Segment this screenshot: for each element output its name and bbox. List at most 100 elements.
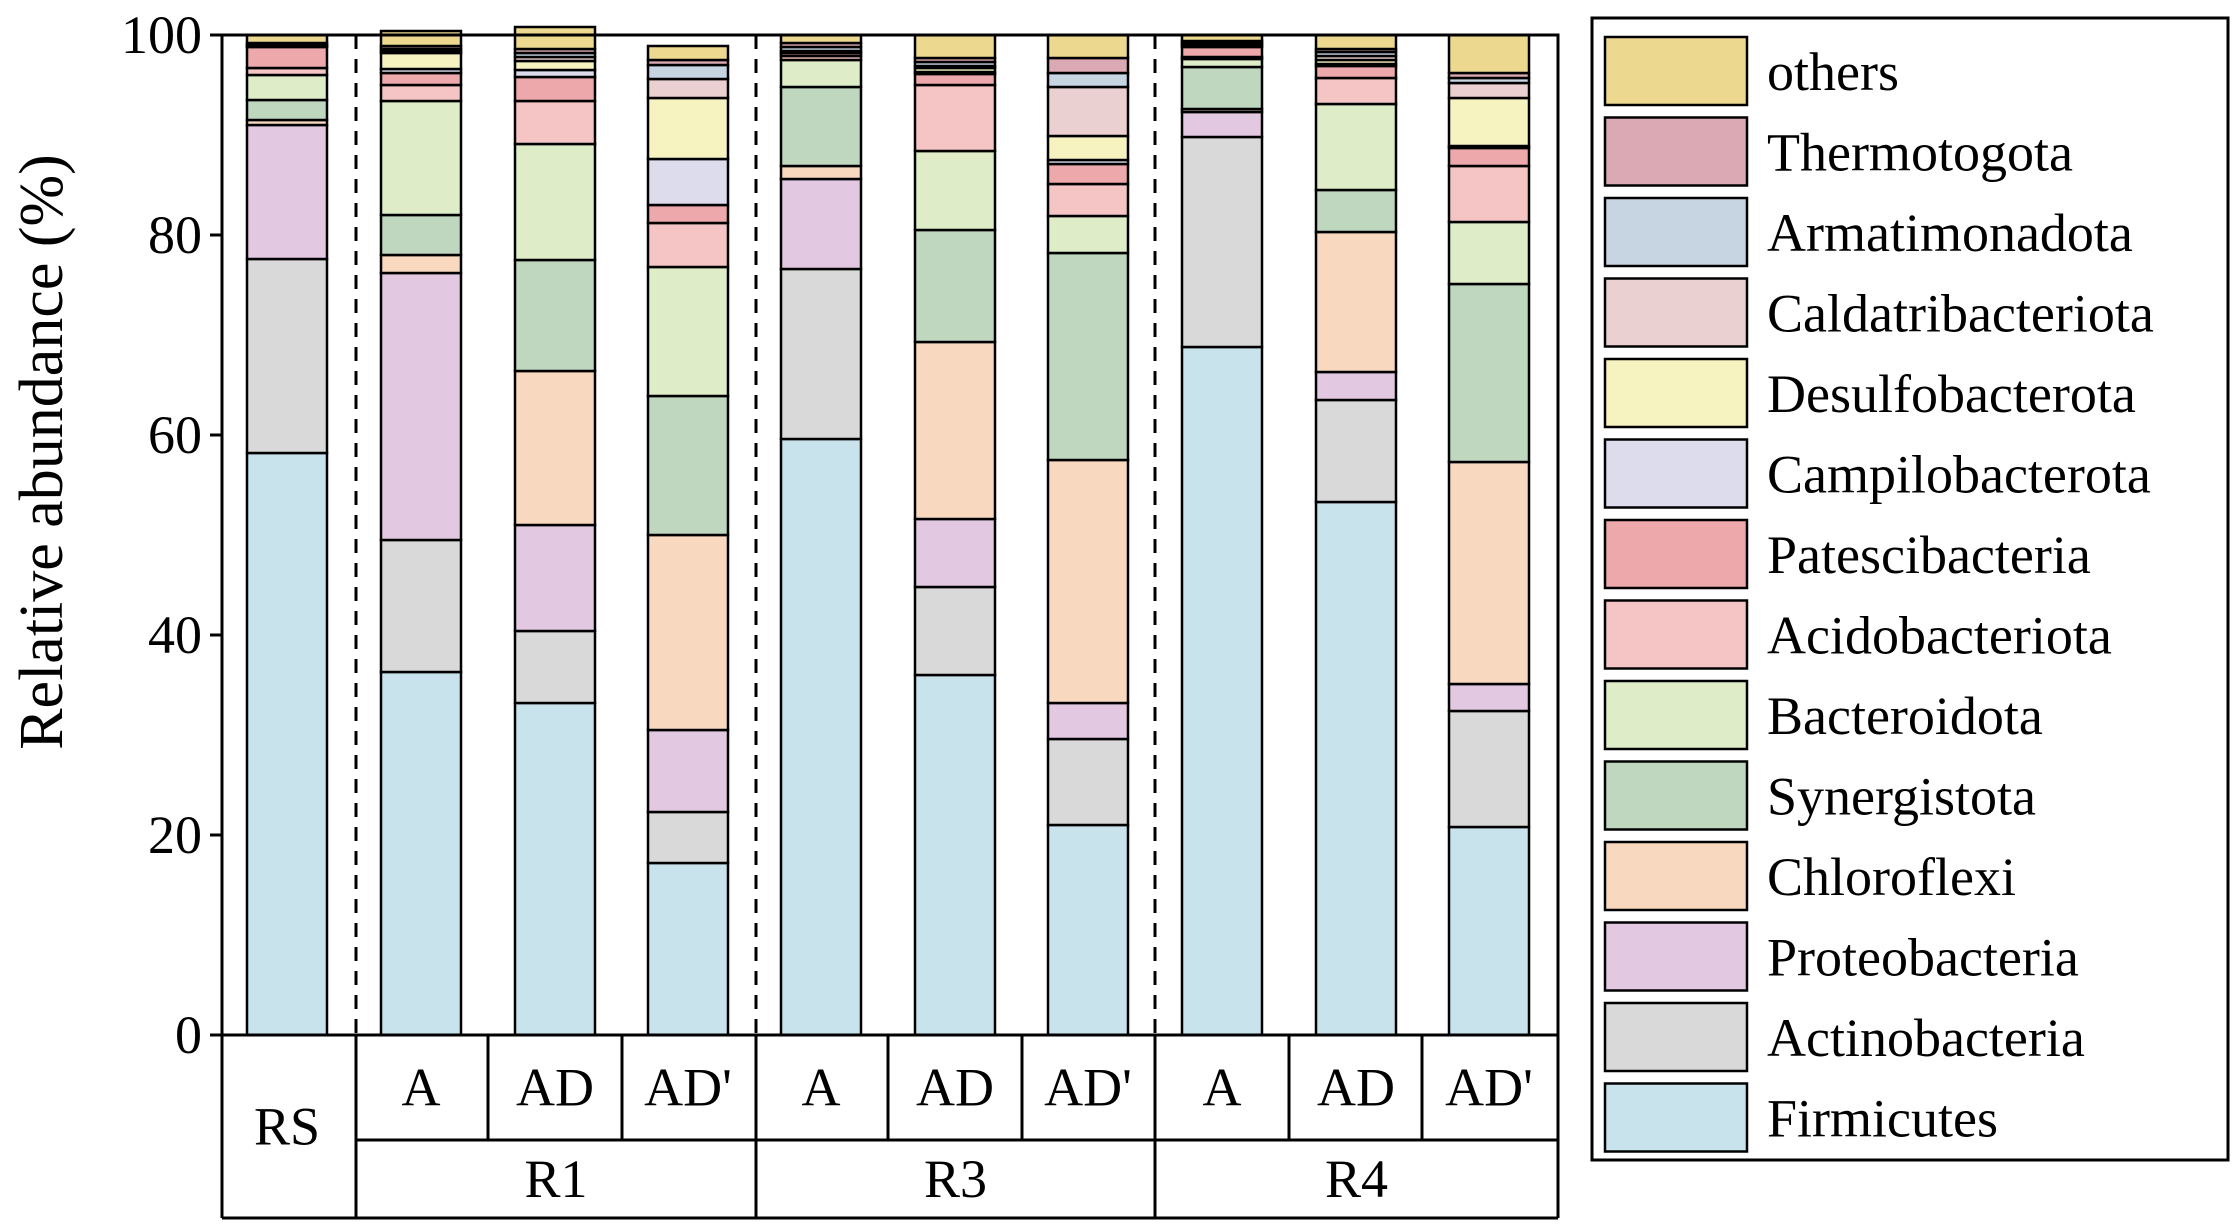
y-tick-label-20: 20 bbox=[148, 805, 202, 865]
legend-swatch-patescibacteria bbox=[1603, 518, 1749, 590]
bar-segment-synergistota-9 bbox=[1314, 188, 1398, 234]
bar-segment-patescibacteria-3 bbox=[513, 75, 597, 103]
bar-segment-actinobacteria-3 bbox=[513, 629, 597, 705]
bar-segment-synergistota-3 bbox=[513, 258, 597, 373]
bar-segment-others-2 bbox=[379, 29, 463, 48]
bar-segment-chloroflexi-3 bbox=[513, 369, 597, 527]
legend-label-others: others bbox=[1767, 42, 1899, 102]
bar-segment-others-10 bbox=[1447, 33, 1531, 75]
bar-segment-actinobacteria-10 bbox=[1447, 709, 1531, 829]
legend-label-actinobacteria: Actinobacteria bbox=[1767, 1008, 2085, 1068]
bar-segment-firmicutes-3 bbox=[513, 701, 597, 1037]
bar-segment-actinobacteria-5 bbox=[779, 267, 863, 441]
bar-segment-acidobacteriota-3 bbox=[513, 99, 597, 146]
bar-segment-desulfobacterota-3 bbox=[513, 59, 597, 72]
bar-segment-actinobacteria-1 bbox=[245, 257, 329, 455]
bar-segment-firmicutes-10 bbox=[1447, 825, 1531, 1037]
bar-segment-synergistota-4 bbox=[646, 394, 730, 537]
bar-segment-bacteroidota-4 bbox=[646, 265, 730, 398]
legend-label-desulfobacterota: Desulfobacterota bbox=[1767, 364, 2136, 424]
x-tick-label-10: AD' bbox=[1445, 1058, 1533, 1118]
bar-segment-chloroflexi-5 bbox=[779, 164, 863, 181]
bar-segment-patescibacteria-4 bbox=[646, 203, 730, 225]
bar-segment-proteobacteria-4 bbox=[646, 728, 730, 814]
bar-segment-chloroflexi-6 bbox=[913, 340, 997, 521]
y-axis-label: Relative abundance (%) bbox=[8, 154, 76, 750]
bar-segment-synergistota-6 bbox=[913, 228, 997, 344]
bar-segment-desulfobacterota-10 bbox=[1447, 96, 1531, 148]
bar-segment-patescibacteria-7 bbox=[1046, 162, 1130, 186]
x-tick-label-7: AD' bbox=[1044, 1058, 1132, 1118]
bar-segment-actinobacteria-8 bbox=[1180, 135, 1264, 349]
bar-segment-armatimonadota-7 bbox=[1046, 71, 1130, 89]
bar-segment-proteobacteria-6 bbox=[913, 517, 997, 589]
legend-label-campilobacterota: Campilobacterota bbox=[1767, 445, 2151, 505]
bar-segment-chloroflexi-10 bbox=[1447, 460, 1531, 686]
legend: othersThermotogotaArmatimonadotaCaldatri… bbox=[1590, 16, 2230, 1162]
bar-segment-proteobacteria-9 bbox=[1314, 370, 1398, 402]
legend-swatch-campilobacterota bbox=[1603, 438, 1749, 509]
bar-segment-proteobacteria-5 bbox=[779, 177, 863, 271]
legend-label-acidobacteriota: Acidobacteriota bbox=[1767, 606, 2112, 666]
bar-segment-chloroflexi-4 bbox=[646, 533, 730, 732]
group-label-r4: R4 bbox=[1325, 1149, 1388, 1209]
bar-segment-actinobacteria-9 bbox=[1314, 398, 1398, 504]
legend-label-chloroflexi: Chloroflexi bbox=[1767, 847, 2016, 907]
legend-label-firmicutes: Firmicutes bbox=[1767, 1089, 1998, 1149]
bar-segment-armatimonadota-4 bbox=[646, 63, 730, 81]
x-tick-label-8: A bbox=[1203, 1058, 1242, 1118]
group-label-r3: R3 bbox=[924, 1149, 987, 1209]
bar-segment-desulfobacterota-4 bbox=[646, 96, 730, 161]
bar-segment-bacteroidota-2 bbox=[379, 99, 463, 217]
legend-swatch-synergistota bbox=[1603, 760, 1749, 831]
legend-label-bacteroidota: Bacteroidota bbox=[1767, 686, 2043, 746]
bar-segment-patescibacteria-9 bbox=[1314, 64, 1398, 80]
legend-label-caldatribacteriota: Caldatribacteriota bbox=[1767, 284, 2154, 344]
legend-swatch-others bbox=[1603, 35, 1749, 107]
y-tick-label-80: 80 bbox=[148, 205, 202, 265]
bar-segment-bacteroidota-10 bbox=[1447, 220, 1531, 286]
legend-swatch-bacteroidota bbox=[1603, 679, 1749, 751]
bar-segment-actinobacteria-4 bbox=[646, 810, 730, 865]
bar-segment-patescibacteria-6 bbox=[913, 72, 997, 87]
x-tick-label-9: AD bbox=[1317, 1058, 1395, 1118]
legend-swatch-acidobacteriota bbox=[1603, 599, 1749, 670]
bar-segment-acidobacteriota-9 bbox=[1314, 76, 1398, 106]
bar-segment-bacteroidota-7 bbox=[1046, 214, 1130, 255]
bar-segment-firmicutes-2 bbox=[379, 670, 463, 1037]
y-tick-label-60: 60 bbox=[148, 405, 202, 465]
bar-segment-acidobacteriota-10 bbox=[1447, 164, 1531, 224]
legend-swatch-firmicutes bbox=[1603, 1082, 1749, 1153]
bar-segment-synergistota-8 bbox=[1180, 65, 1264, 111]
bar-segment-thermotogota-7 bbox=[1046, 56, 1130, 75]
plot-frame bbox=[220, 33, 1560, 1037]
bar-segment-firmicutes-5 bbox=[779, 437, 863, 1037]
bar-segment-firmicutes-1 bbox=[245, 451, 329, 1037]
y-tick-label-40: 40 bbox=[148, 605, 202, 665]
bar-segment-actinobacteria-2 bbox=[379, 538, 463, 674]
legend-swatch-chloroflexi bbox=[1603, 840, 1749, 912]
bar-segment-chloroflexi-7 bbox=[1046, 458, 1130, 705]
legend-label-thermotogota: Thermotogota bbox=[1767, 123, 2073, 183]
bar-segment-proteobacteria-10 bbox=[1447, 682, 1531, 713]
bar-segment-caldatribacteriota-10 bbox=[1447, 81, 1531, 100]
bar-segment-proteobacteria-7 bbox=[1046, 701, 1130, 741]
bar-segment-chloroflexi-9 bbox=[1314, 230, 1398, 374]
bar-segment-campilobacterota-4 bbox=[646, 157, 730, 207]
bar-segment-firmicutes-9 bbox=[1314, 500, 1398, 1037]
bar-segment-bacteroidota-3 bbox=[513, 142, 597, 262]
bar-segment-others-7 bbox=[1046, 33, 1130, 60]
x-tick-label-4: AD' bbox=[644, 1058, 732, 1118]
y-tick-label-100: 100 bbox=[121, 5, 202, 65]
bar-segment-others-4 bbox=[646, 44, 730, 62]
bar-segment-acidobacteriota-7 bbox=[1046, 182, 1130, 218]
bar-segment-others-9 bbox=[1314, 33, 1398, 51]
legend-label-patescibacteria: Patescibacteria bbox=[1767, 525, 2091, 585]
bar-segment-chloroflexi-2 bbox=[379, 253, 463, 275]
bar-segment-desulfobacterota-2 bbox=[379, 51, 463, 71]
bar-segment-bacteroidota-1 bbox=[245, 73, 329, 102]
bar-segment-patescibacteria-1 bbox=[245, 45, 329, 70]
bars-layer bbox=[245, 25, 1531, 1037]
x-tick-label-5: A bbox=[802, 1058, 841, 1118]
